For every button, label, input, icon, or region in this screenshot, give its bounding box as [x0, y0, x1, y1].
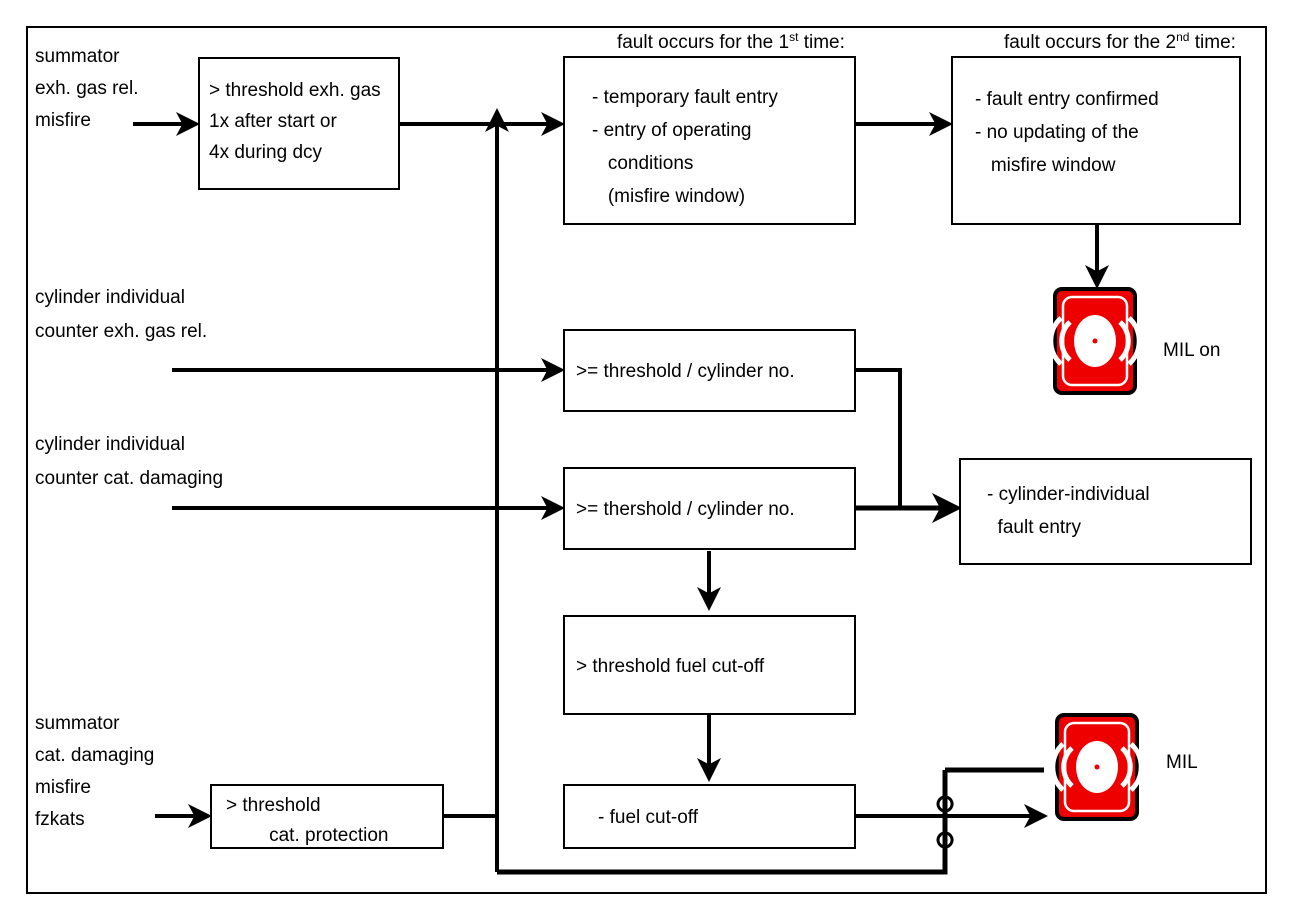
lamp-mil-on-center-dot — [1092, 338, 1098, 344]
box-fuel-cut-off — [563, 784, 856, 849]
wire-threshold-cylinder-exh-down — [855, 368, 902, 507]
lamp-mil-arc-right-outer — [1129, 742, 1144, 792]
box-threshold-cat-protection — [210, 784, 444, 849]
lamp-mil-on-arc-right-inner — [1118, 320, 1131, 362]
box-threshold-cylinder-exh — [563, 329, 856, 412]
box-temporary-fault-entry-label: - temporary fault entry - entry of opera… — [592, 87, 815, 207]
wire-bottom-return-bus — [497, 770, 948, 875]
lamp-mil — [1050, 713, 1144, 821]
diagram-frame — [26, 26, 1267, 894]
lamp-mil-on-label: MIL on — [1163, 340, 1220, 361]
lamp-mil-on-arc-left-outer — [1048, 316, 1063, 366]
box-threshold-fuel-cut-off-label: > threshold fuel cut-off — [576, 656, 765, 677]
lamp-mil-on-arc-right-outer — [1127, 316, 1142, 366]
box-threshold-cat-protection-label: > threshold cat. protection — [226, 795, 415, 846]
input-cylinder-counter-exh-gas: cylinder individual counter exh. gas rel… — [35, 287, 234, 342]
lamp-mil-center-dot — [1094, 764, 1100, 770]
input-cylinder-counter-cat-damaging: cylinder individual counter cat. damagin… — [35, 434, 249, 489]
input-summator-exh-gas: summator exh. gas rel. misfire — [35, 46, 175, 131]
lamp-mil-arc-left-outer — [1050, 742, 1065, 792]
input-summator-cat-damaging: summator cat. damaging misfire fzkats — [35, 713, 191, 830]
box-fault-entry-confirmed — [951, 56, 1241, 225]
lamp-mil-arc-right-inner — [1120, 746, 1133, 788]
box-temporary-fault-entry — [563, 56, 856, 225]
box-thershold-cylinder-cat — [563, 467, 856, 550]
lamp-mil-arc-left-inner — [1061, 746, 1074, 788]
box-threshold-exh-gas — [198, 57, 400, 190]
wire-jump-upper-icon — [936, 795, 954, 813]
lamp-mil-on-arc-left-inner — [1059, 320, 1072, 362]
box-thershold-cylinder-cat-label: >= thershold / cylinder no. — [576, 499, 795, 520]
header-second-fault: fault occurs for the 2nd time: — [967, 30, 1262, 53]
wire-jump-lower-icon — [936, 831, 954, 849]
box-threshold-fuel-cut-off — [563, 615, 856, 715]
box-fault-entry-confirmed-label: - fault entry confirmed - no updating of… — [975, 89, 1196, 176]
lamp-mil-on — [1048, 287, 1142, 395]
lamp-mil-label: MIL — [1166, 752, 1198, 773]
box-fuel-cut-off-label: - fuel cut-off — [598, 807, 699, 828]
box-cylinder-individual-fault-entry — [959, 458, 1252, 565]
box-threshold-exh-gas-label: > threshold exh. gas 1x after start or 4… — [209, 80, 418, 163]
box-cylinder-individual-fault-entry-label: - cylinder-individual fault entry — [987, 484, 1187, 538]
header-first-fault: fault occurs for the 1st time: — [580, 30, 871, 53]
box-threshold-cylinder-exh-label: >= threshold / cylinder no. — [576, 361, 795, 382]
